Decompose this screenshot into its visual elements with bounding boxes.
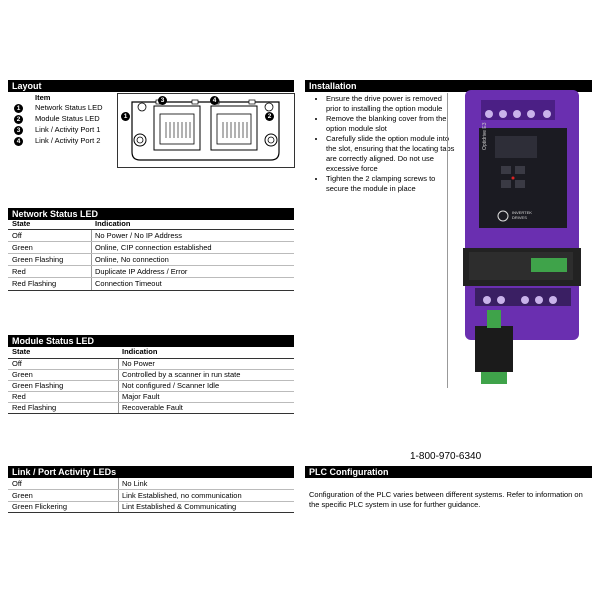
drive-model-label: Optidrive E3 xyxy=(482,122,488,150)
installation-divider xyxy=(447,93,448,388)
drive-illustration xyxy=(463,90,581,384)
link-col-divider xyxy=(118,478,119,512)
link-row-indication: Link Established, no communication xyxy=(122,491,242,500)
module-diagram xyxy=(117,93,295,168)
link-row-state: Off xyxy=(12,479,22,488)
module-row-state: Off xyxy=(12,359,22,368)
network-header: Network Status LED xyxy=(8,208,294,220)
layout-item-2: Module Status LED xyxy=(35,114,100,123)
item-number-3: 3 xyxy=(14,126,23,135)
installation-step: Carefully slide the option module into t… xyxy=(326,134,456,174)
layout-item-1: Network Status LED xyxy=(35,103,103,112)
plc-header: PLC Configuration xyxy=(305,466,592,478)
link-row-state: Green Flickering xyxy=(12,502,68,511)
module-row-state: Green Flashing xyxy=(12,381,64,390)
link-row-state: Green xyxy=(12,491,33,500)
network-row-state: Green Flashing xyxy=(12,255,64,264)
network-row-indication: Online, CIP connection established xyxy=(95,243,212,252)
network-row-indication: Online, No connection xyxy=(95,255,169,264)
module-header: Module Status LED xyxy=(8,335,294,347)
module-row-indication: Recoverable Fault xyxy=(122,403,183,412)
layout-item-col: Item xyxy=(35,93,51,102)
link-row-indication: No Link xyxy=(122,479,148,488)
module-col-state: State xyxy=(12,347,31,356)
diagram-mark-4: 4 xyxy=(210,96,219,105)
module-diagram-drawing xyxy=(131,99,280,161)
item-number-4: 4 xyxy=(14,137,23,146)
network-row-state: Red xyxy=(12,267,26,276)
installation-header: Installation xyxy=(305,80,592,92)
module-col-divider xyxy=(118,359,119,413)
installation-step: Remove the blanking cover from the optio… xyxy=(326,114,456,134)
item-number-1: 1 xyxy=(14,104,23,113)
link-row-indication: Lint Established & Communicating xyxy=(122,502,237,511)
link-header: Link / Port Activity LEDs xyxy=(8,466,294,478)
module-row-indication: Not configured / Scanner Idle xyxy=(122,381,220,390)
plc-text: Configuration of the PLC varies between … xyxy=(309,490,583,509)
layout-item-3: Link / Activity Port 1 xyxy=(35,125,101,134)
installation-step: Tighten the 2 clamping screws to secure … xyxy=(326,174,456,194)
network-row-state: Green xyxy=(12,243,33,252)
network-col-indication: Indication xyxy=(95,219,131,228)
diagram-mark-1: 1 xyxy=(121,112,130,121)
item-number-2: 2 xyxy=(14,115,23,124)
diagram-mark-3: 3 xyxy=(158,96,167,105)
module-row-indication: Major Fault xyxy=(122,392,160,401)
module-row-indication: Controlled by a scanner in run state xyxy=(122,370,241,379)
network-col-state: State xyxy=(12,219,31,228)
installation-step: Ensure the drive power is removed prior … xyxy=(326,94,456,114)
phone-number: 1-800-970-6340 xyxy=(410,451,482,462)
diagram-mark-2: 2 xyxy=(265,112,274,121)
installation-steps: Ensure the drive power is removed prior … xyxy=(314,94,456,194)
network-row-indication: Connection Timeout xyxy=(95,279,162,288)
layout-item-4: Link / Activity Port 2 xyxy=(35,136,101,145)
network-col-divider xyxy=(91,230,92,290)
module-row-state: Red xyxy=(12,392,26,401)
module-row-state: Red Flashing xyxy=(12,403,57,412)
network-row-state: Red Flashing xyxy=(12,279,57,288)
layout-header: Layout xyxy=(8,80,294,92)
module-row-state: Green xyxy=(12,370,33,379)
network-row-indication: Duplicate IP Address / Error xyxy=(95,267,188,276)
module-col-indication: Indication xyxy=(122,347,158,356)
module-row-indication: No Power xyxy=(122,359,155,368)
network-row-state: Off xyxy=(12,231,22,240)
network-row-indication: No Power / No IP Address xyxy=(95,231,182,240)
drive-brand-label: INVERTEK DRIVES xyxy=(512,210,532,220)
